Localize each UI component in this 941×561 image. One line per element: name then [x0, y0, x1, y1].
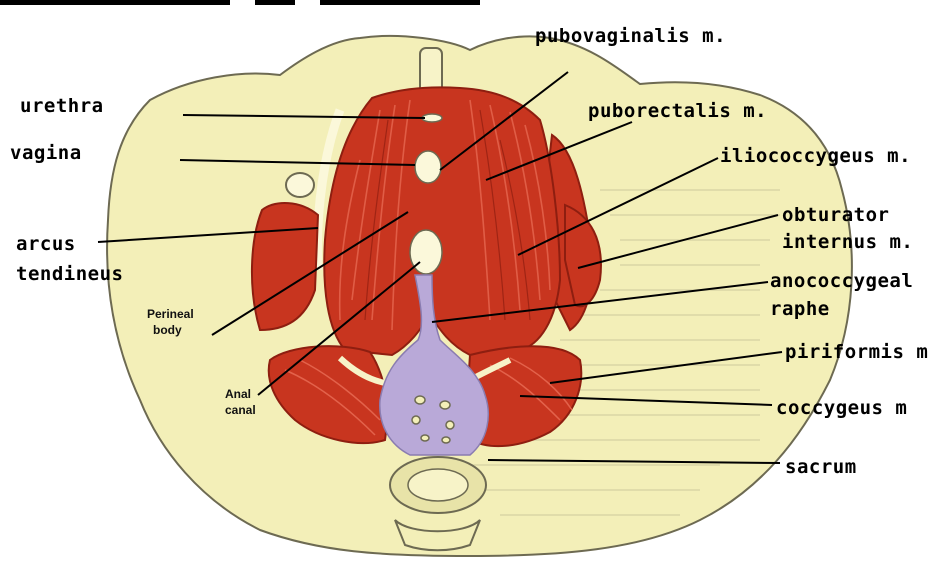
label-piriformis: piriformis m	[785, 341, 928, 363]
label-anococcygeal-line1: anococcygeal	[770, 270, 913, 292]
label-pubovaginalis: pubovaginalis m.	[535, 25, 726, 47]
label-anal-canal-line2: canal	[225, 403, 256, 418]
label-vagina: vagina	[10, 142, 82, 164]
obturator-foramen-left	[286, 173, 314, 197]
label-obturator-line1: obturator	[782, 204, 889, 226]
label-iliococcygeus: iliococcygeus m.	[720, 145, 911, 167]
label-puborectalis: puborectalis m.	[588, 100, 767, 122]
vagina-opening	[415, 151, 441, 183]
label-perineal-body-line1: Perineal	[147, 307, 194, 322]
label-obturator-line2: internus m.	[782, 231, 913, 253]
label-arcus-tendineus-line2: tendineus	[16, 263, 123, 285]
label-coccygeus: coccygeus m	[776, 397, 907, 419]
label-anal-canal-line1: Anal	[225, 387, 251, 402]
label-perineal-body-line2: body	[153, 323, 182, 338]
label-arcus-tendineus-line1: arcus	[16, 233, 76, 255]
pubic-symphysis	[420, 48, 442, 93]
levator-ani	[324, 87, 560, 355]
label-anococcygeal-line2: raphe	[770, 298, 830, 320]
label-urethra: urethra	[20, 95, 104, 117]
label-sacrum: sacrum	[785, 456, 857, 478]
